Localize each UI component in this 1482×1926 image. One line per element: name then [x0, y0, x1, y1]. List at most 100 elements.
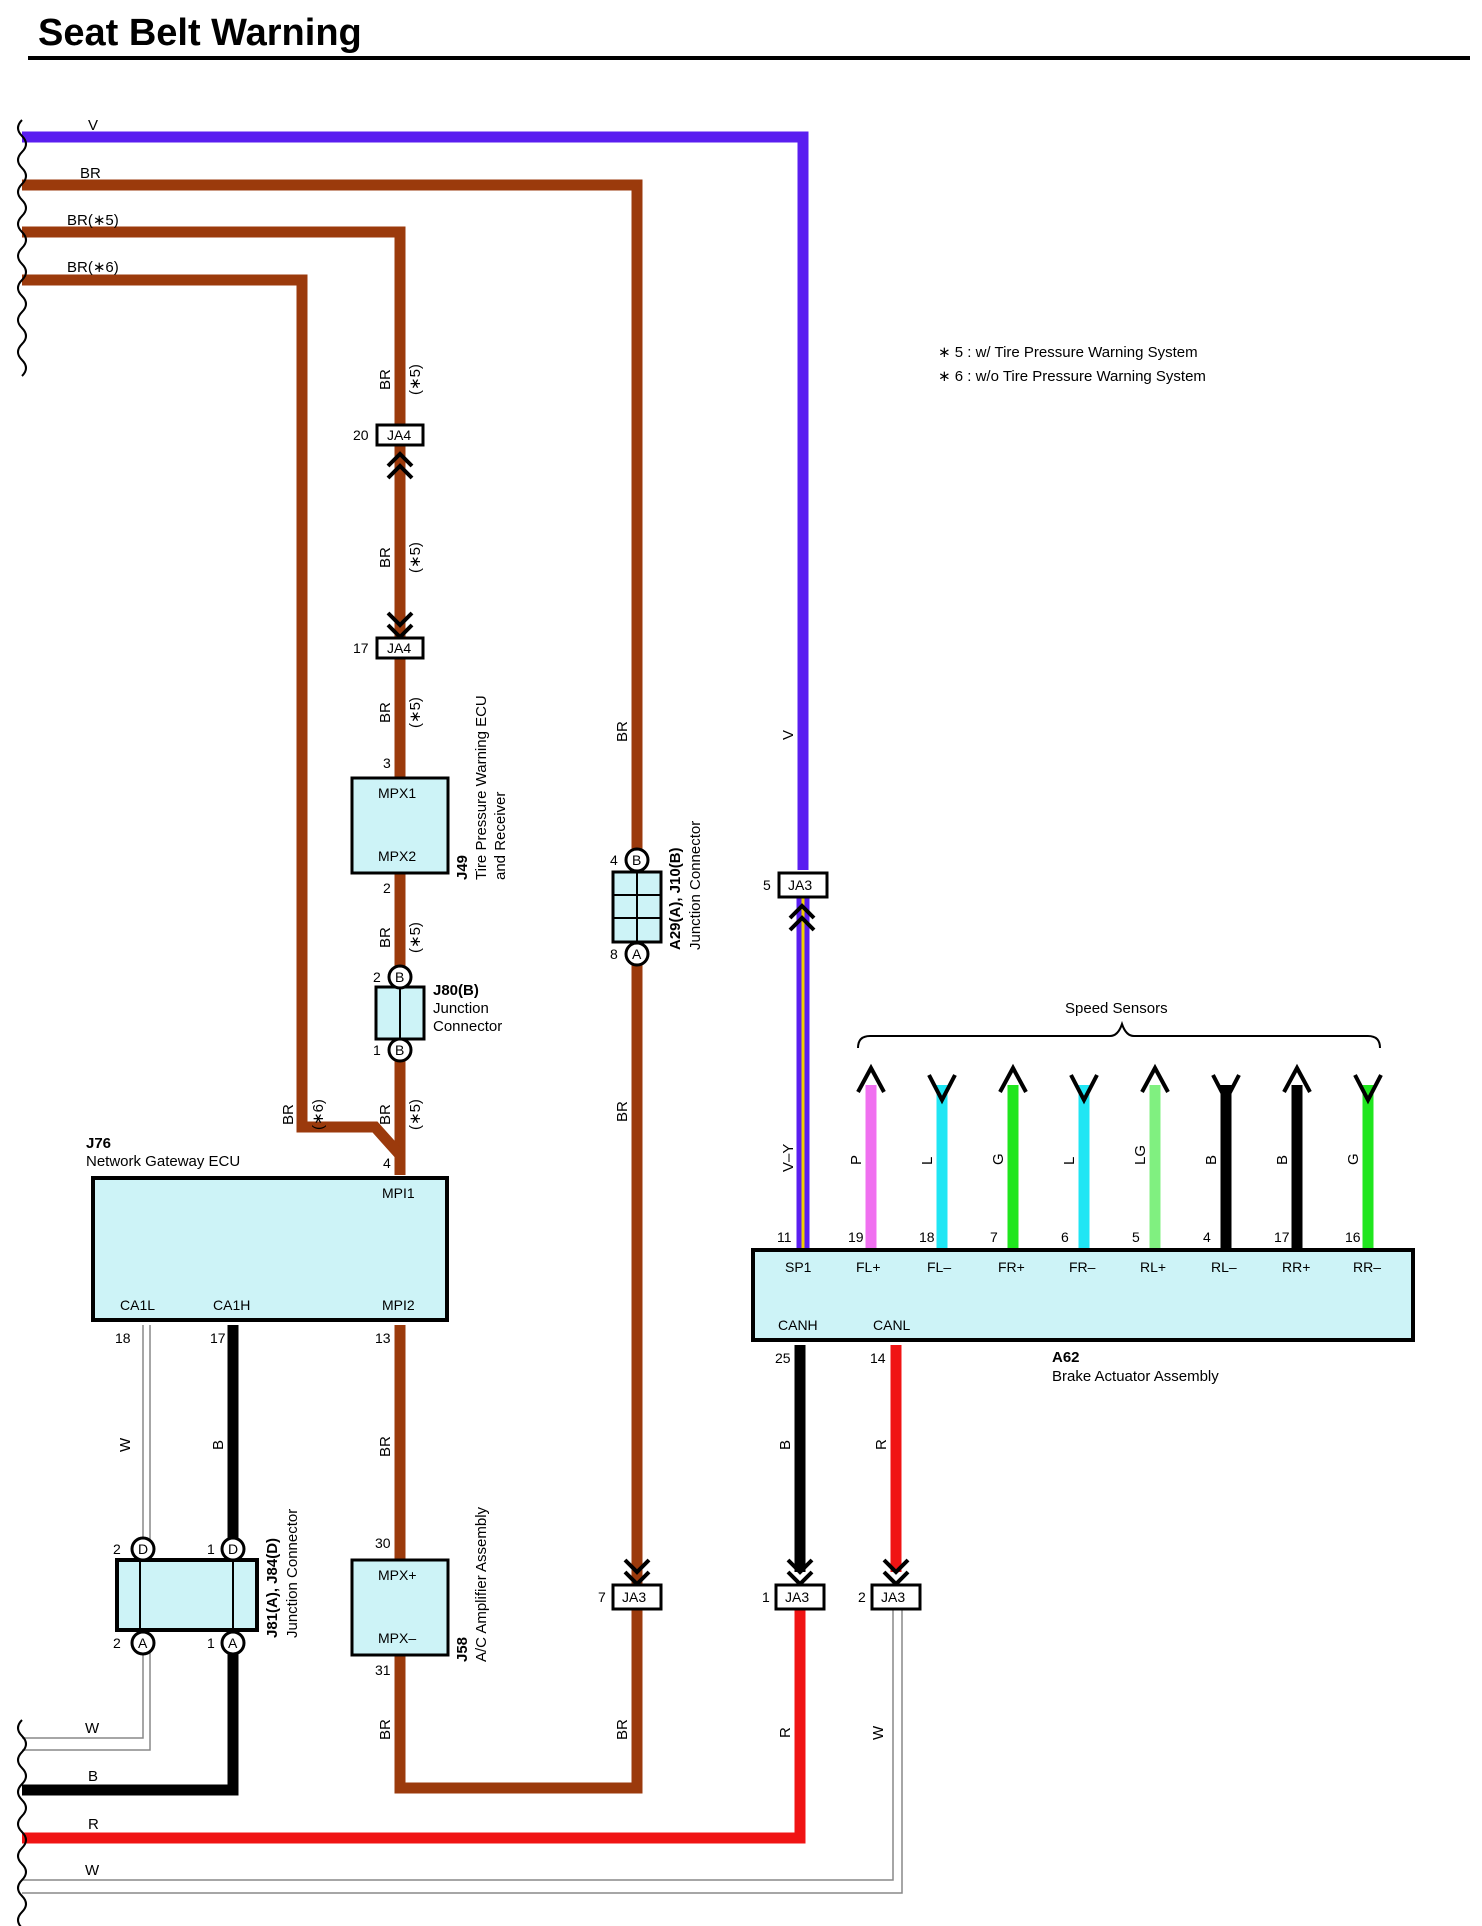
- svg-text:MPX1: MPX1: [378, 785, 416, 801]
- code-r-2: R: [777, 1727, 794, 1738]
- code-br-1: BR: [377, 369, 394, 390]
- sensor-arrow-fl-minus: [927, 1074, 957, 1105]
- pin-sp1: 11: [777, 1229, 792, 1245]
- code-v: V: [780, 730, 797, 740]
- terminal-rl-plus: RL+: [1140, 1259, 1166, 1275]
- svg-text:Connector: Connector: [433, 1018, 502, 1035]
- pin-fr-minus: 6: [1061, 1229, 1069, 1245]
- label-w-top: W: [85, 1720, 100, 1737]
- svg-text:A: A: [138, 1635, 148, 1651]
- sensor-code-fl-minus: L: [919, 1157, 936, 1165]
- code-br-8: BR: [377, 1719, 394, 1740]
- code-w-1: W: [117, 1437, 134, 1452]
- pin-fl-minus: 18: [919, 1229, 935, 1245]
- wire-r: [22, 1610, 806, 1844]
- svg-text:4: 4: [610, 852, 618, 868]
- svg-text:Tire Pressure Warning ECU: Tire Pressure Warning ECU: [473, 695, 490, 880]
- code-r-1: R: [873, 1439, 890, 1450]
- svg-text:2: 2: [113, 1541, 121, 1557]
- code-br-11: BR: [614, 1719, 631, 1740]
- svg-text:13: 13: [375, 1330, 391, 1346]
- terminal-fl-plus: FL+: [856, 1259, 881, 1275]
- sensor-code-rr-plus: B: [1274, 1155, 1291, 1165]
- svg-text:Junction Connector: Junction Connector: [687, 821, 704, 950]
- code-vy: V–Y: [780, 1144, 797, 1172]
- a62-terminals: SP111FL+19FL–18FR+7FR–6RL+5RL–4RR+17RR–1…: [777, 1229, 1381, 1275]
- code-br-10: BR: [614, 1101, 631, 1122]
- svg-text:MPX2: MPX2: [378, 848, 416, 864]
- sensor-code-rl-minus: B: [1203, 1155, 1220, 1165]
- svg-text:MPX–: MPX–: [378, 1630, 416, 1646]
- code-opt6: (∗6): [310, 1099, 327, 1130]
- svg-text:J81(A), J84(D): J81(A), J84(D): [264, 1538, 281, 1638]
- svg-text:2: 2: [858, 1589, 866, 1605]
- svg-text:JA3: JA3: [788, 877, 812, 893]
- speed-sensors-bracket: Speed Sensors: [857, 1000, 1381, 1049]
- code-br-9: BR: [614, 721, 631, 742]
- pin-rl-plus: 5: [1132, 1229, 1140, 1245]
- code-b-1: B: [210, 1440, 227, 1450]
- svg-text:B: B: [395, 1042, 404, 1058]
- pin-fl-plus: 19: [848, 1229, 864, 1245]
- page-title: Seat Belt Warning: [38, 12, 362, 54]
- terminal-rr-plus: RR+: [1282, 1259, 1310, 1275]
- svg-text:14: 14: [870, 1350, 886, 1366]
- component-a29: B A 4 8 A29(A), J10(B) Junction Connecto…: [610, 821, 704, 967]
- label-v: V: [88, 117, 98, 134]
- terminal-fl-minus: FL–: [927, 1259, 951, 1275]
- component-j81: D D A A 2 1 2 1 J81(A), J84(D) Junction …: [113, 1509, 301, 1656]
- pin-rr-plus: 17: [1274, 1229, 1290, 1245]
- sensor-arrow-fr-plus: [998, 1063, 1028, 1093]
- wire-br5: [22, 226, 406, 1175]
- sensor-arrow-rl-minus: [1211, 1074, 1241, 1105]
- svg-text:D: D: [228, 1541, 238, 1557]
- svg-text:J80(B): J80(B): [433, 982, 479, 999]
- code-br-2: BR: [377, 547, 394, 568]
- code-br-7: BR: [377, 1436, 394, 1457]
- wire-w-top: [22, 1650, 144, 1739]
- svg-text:JA3: JA3: [881, 1589, 905, 1605]
- svg-text:B: B: [395, 969, 404, 985]
- component-j58: MPX+ MPX– 30 31 J58 A/C Amplifier Assemb…: [350, 1506, 490, 1678]
- svg-text:J58: J58: [454, 1637, 471, 1662]
- label-br6: BR(∗6): [67, 259, 119, 276]
- svg-text:7: 7: [598, 1589, 606, 1605]
- component-j80: B B 2 1 J80(B) Junction Connector: [373, 964, 502, 1063]
- svg-text:JA4: JA4: [387, 427, 411, 443]
- svg-text:2: 2: [383, 880, 391, 896]
- terminal-fr-minus: FR–: [1069, 1259, 1096, 1275]
- code-br-3: BR: [377, 702, 394, 723]
- svg-text:1: 1: [373, 1042, 381, 1058]
- code-opt5-3: (∗5): [407, 697, 424, 728]
- svg-text:JA4: JA4: [387, 640, 411, 656]
- svg-text:MPI2: MPI2: [382, 1297, 415, 1313]
- wire-break-marks: [17, 119, 27, 1926]
- sensor-code-fl-plus: P: [848, 1155, 865, 1165]
- component-j76: J76 Network Gateway ECU MPI1 MPI2 CA1L C…: [86, 1135, 449, 1346]
- svg-text:2: 2: [113, 1635, 121, 1651]
- svg-text:30: 30: [375, 1535, 391, 1551]
- svg-text:Network Gateway ECU: Network Gateway ECU: [86, 1153, 240, 1170]
- terminal-rl-minus: RL–: [1211, 1259, 1237, 1275]
- terminal-sp1: SP1: [785, 1259, 812, 1275]
- svg-text:Speed Sensors: Speed Sensors: [1065, 1000, 1168, 1017]
- wire-w-bot: [22, 1610, 894, 1881]
- note-5: ∗ 5 : w/ Tire Pressure Warning System: [938, 344, 1198, 361]
- svg-text:2: 2: [373, 969, 381, 985]
- svg-text:and Receiver: and Receiver: [492, 792, 509, 880]
- svg-text:31: 31: [375, 1662, 391, 1678]
- sensor-arrow-rl-plus: [1140, 1063, 1170, 1093]
- svg-text:JA3: JA3: [785, 1589, 809, 1605]
- label-r: R: [88, 1816, 99, 1833]
- svg-text:A: A: [228, 1635, 238, 1651]
- sensor-code-rl-plus: LG: [1132, 1145, 1149, 1165]
- sensor-code-rr-minus: G: [1345, 1153, 1362, 1165]
- sensor-arrow-fr-minus: [1069, 1074, 1099, 1105]
- connector-ja3-b: JA3 1: [762, 1558, 826, 1611]
- component-a62: CANH CANL 25 14 A62 Brake Actuator Assem…: [751, 1248, 1415, 1385]
- svg-text:J49: J49: [454, 855, 471, 880]
- svg-text:17: 17: [353, 640, 369, 656]
- svg-text:5: 5: [763, 877, 771, 893]
- svg-text:17: 17: [210, 1330, 226, 1346]
- code-br-6: BR: [280, 1104, 297, 1125]
